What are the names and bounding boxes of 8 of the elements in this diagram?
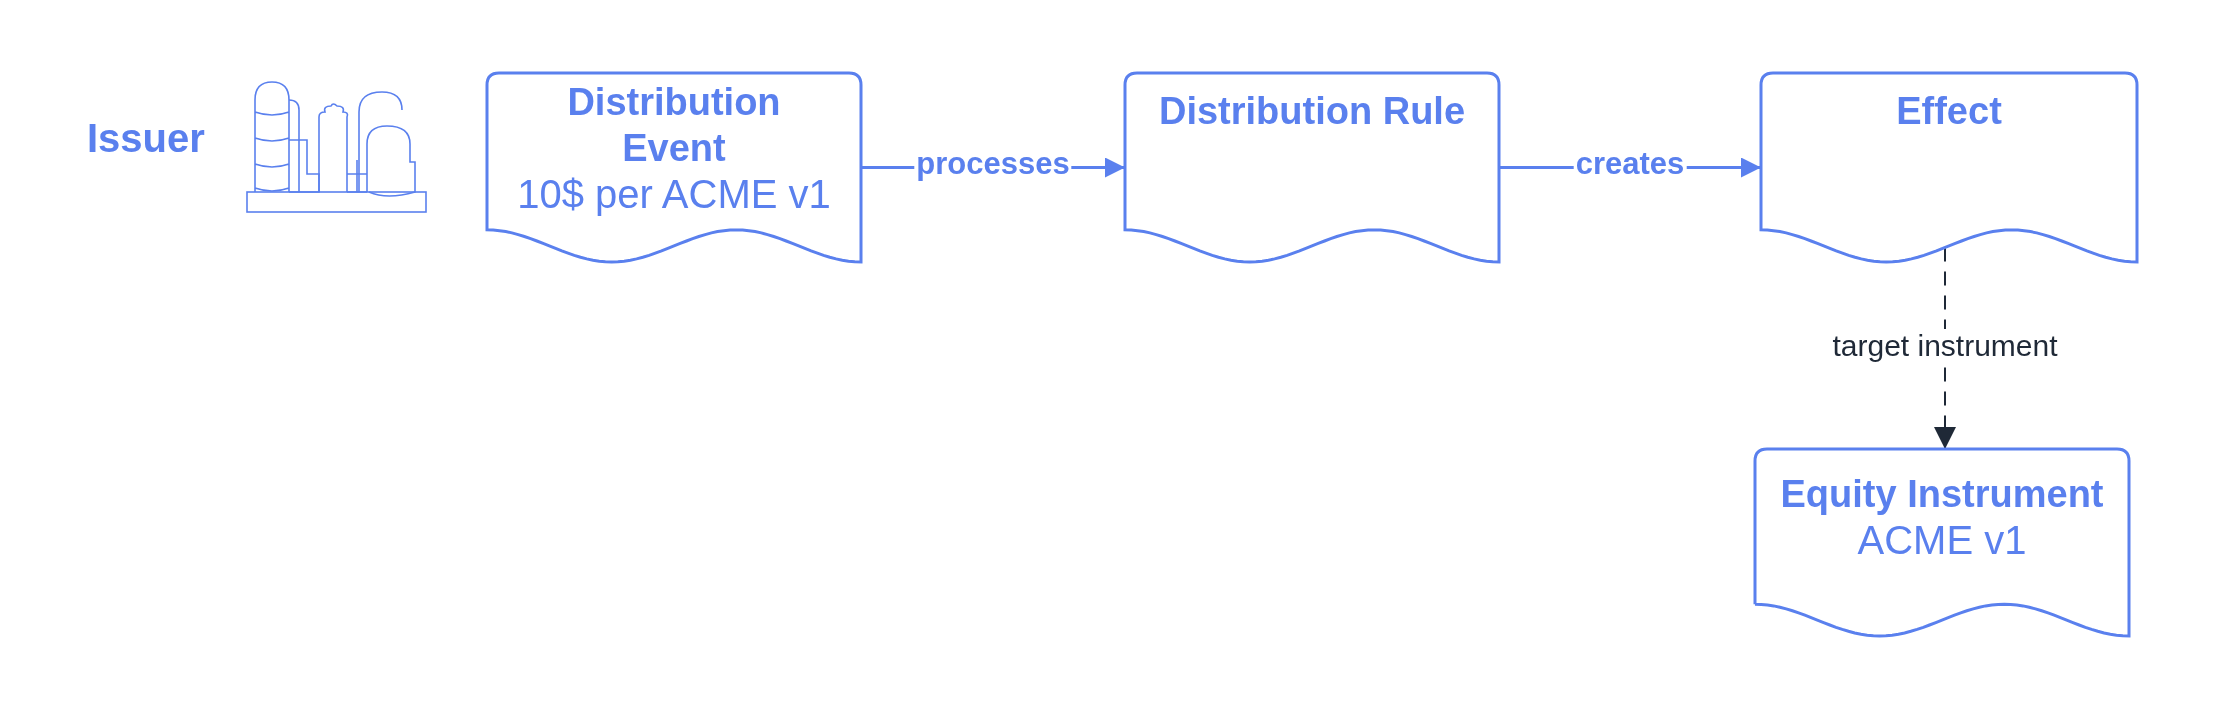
actor-label: Issuer <box>87 116 205 161</box>
node-text: ACME v1 <box>1856 517 2028 563</box>
node-title: Distribution Event <box>566 80 782 171</box>
edge-label: target instrument <box>1830 329 2060 364</box>
node-text: 10$ per ACME v1 <box>516 171 832 217</box>
node-title: Equity Instrument <box>1779 472 2105 517</box>
node-title: Distribution Rule <box>1157 89 1467 134</box>
node-title: Effect <box>1895 89 2003 134</box>
